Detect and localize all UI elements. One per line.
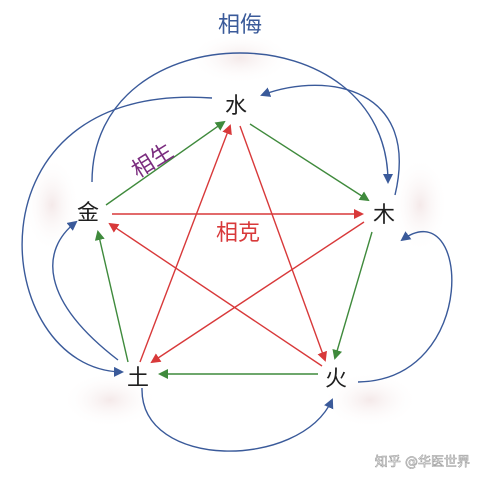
xiangwu-arc-right (357, 231, 453, 383)
xiangke-star (108, 124, 365, 367)
node-metal: 金 (77, 201, 99, 226)
xiangwu-arcs (21, 52, 453, 452)
watermark: 知乎 @华医世界 (375, 454, 470, 470)
node-wood: 木 (373, 203, 395, 228)
xiangwu-arc-top (91, 52, 393, 184)
sheng-water-wood (249, 123, 370, 202)
ke-wood-earth (150, 221, 365, 364)
label-xiangke: 相克 (216, 221, 260, 246)
node-fire: 火 (325, 367, 347, 392)
xiangsheng-pentagon (94, 120, 373, 379)
xiangwu-arc-left-lower (52, 220, 119, 361)
xiangwu-arc-left (21, 96, 213, 377)
node-water: 水 (225, 94, 247, 119)
sheng-metal-water (105, 120, 226, 206)
ke-earth-water (139, 124, 232, 363)
label-xiangsheng: 相生 (128, 139, 179, 184)
label-xiangwu: 相侮 (218, 13, 262, 38)
ke-fire-metal (108, 222, 323, 367)
element-nodes: 水 木 火 土 金 (77, 94, 395, 392)
sheng-wood-fire (332, 231, 373, 360)
node-earth: 土 (127, 366, 149, 391)
xiangwu-arc-right-top (260, 84, 400, 196)
xiangwu-arc-bottom (141, 387, 334, 452)
sheng-earth-metal (94, 230, 129, 363)
background-blobs (24, 32, 448, 428)
ke-water-fire (239, 125, 327, 362)
